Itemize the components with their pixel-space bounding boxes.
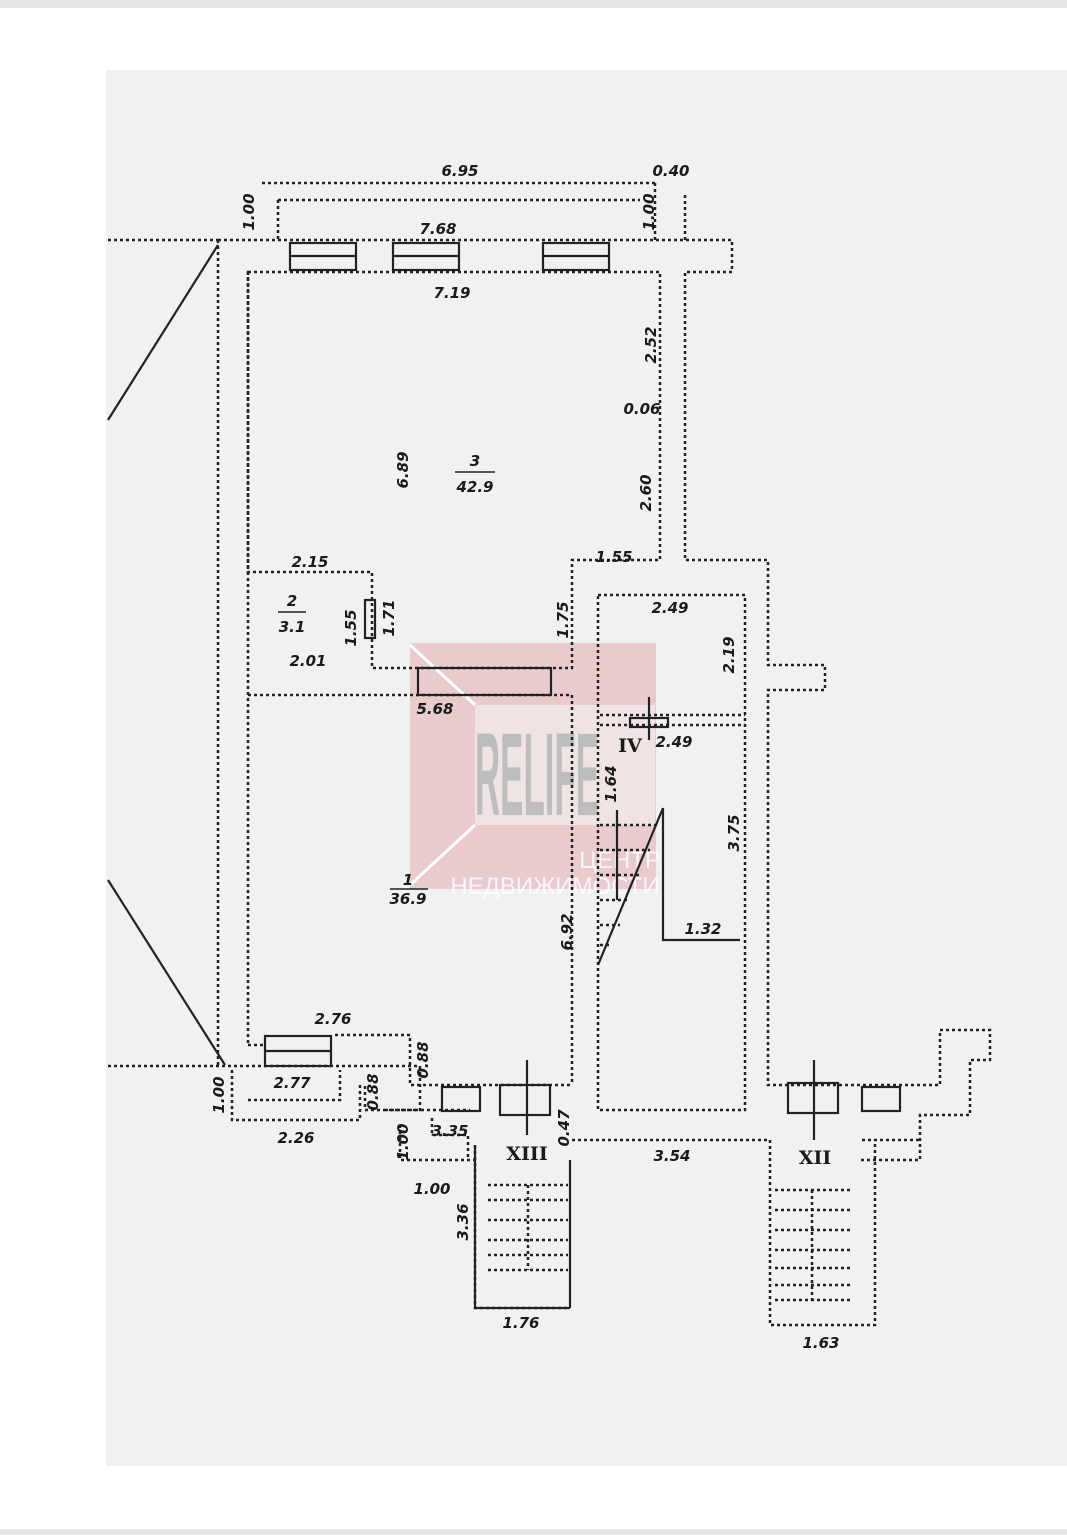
dimension-label: 1.76 (502, 1314, 539, 1332)
stair-label-iv: IV (618, 735, 643, 757)
dimension-label: 0.06 (623, 400, 660, 418)
svg-text:2: 2 (287, 592, 297, 610)
bottom-bar (0, 1529, 1067, 1535)
dimension-label: 7.68 (419, 220, 456, 238)
dimension-label: 6.92 (558, 913, 576, 950)
dimension-label: 1.63 (802, 1334, 839, 1352)
top-bar (0, 0, 1067, 8)
dimension-labels: 6.95 0.40 1.00 1.00 7.68 7.19 2.52 0.06 … (210, 162, 840, 1352)
svg-text:36.9: 36.9 (389, 890, 426, 908)
room-1-label: 1 36.9 (389, 871, 428, 908)
dimension-label: 1.55 (595, 548, 632, 566)
dimension-label: 1.55 (342, 609, 360, 646)
dimension-label: 7.19 (433, 284, 470, 302)
walls (108, 181, 992, 1327)
dimension-label: 1.71 (380, 599, 398, 636)
dimension-label: 0.88 (414, 1041, 432, 1078)
radiators (263, 241, 902, 1113)
dimension-label: 2.49 (651, 599, 688, 617)
dimension-label: 3.35 (431, 1122, 468, 1140)
dimension-label: 1.00 (413, 1180, 450, 1198)
dimension-label: 2.77 (273, 1074, 311, 1092)
svg-text:3.1: 3.1 (279, 618, 306, 636)
dimension-label: 5.68 (416, 700, 453, 718)
dimension-label: 2.76 (314, 1010, 351, 1028)
dimension-label: 3.54 (653, 1147, 690, 1165)
dimension-label: 2.52 (642, 326, 660, 363)
dimension-label: 2.15 (291, 553, 328, 571)
svg-text:1: 1 (403, 871, 413, 889)
room-3-label: 3 42.9 (455, 452, 495, 496)
stair-label-xiii: XIII (506, 1143, 548, 1165)
watermark-line2: НЕДВИЖИМОСТИ (450, 873, 659, 900)
dimension-label: 1.00 (210, 1076, 228, 1113)
dimension-label: 2.49 (655, 733, 692, 751)
dimension-label: 2.01 (289, 652, 326, 670)
room-2-label: 2 3.1 (278, 592, 306, 636)
dimension-label: 0.47 (555, 1109, 573, 1147)
solid-lines (107, 244, 840, 1310)
dimension-label: 1.64 (602, 765, 620, 802)
dimension-label: 2.60 (637, 474, 655, 511)
dimension-label: 1.00 (640, 193, 658, 230)
dimension-label: 3.36 (454, 1203, 472, 1240)
svg-text:42.9: 42.9 (455, 478, 493, 496)
stair-treads (488, 823, 850, 1302)
dimension-label: 1.75 (554, 601, 572, 638)
watermark-brand: RELIFE (475, 709, 599, 841)
stair-label-xii: XII (799, 1147, 832, 1169)
dimension-label: 1.32 (684, 920, 721, 938)
watermark-line1: ЦЕНТР (579, 847, 661, 874)
dimension-label: 2.26 (277, 1129, 314, 1147)
dimension-label: 1.00 (240, 193, 258, 230)
dimension-label: 6.89 (394, 451, 412, 488)
dimension-label: 0.40 (652, 162, 689, 180)
dimension-label: 0.88 (364, 1073, 382, 1110)
watermark-logo: RELIFE ЦЕНТР НЕДВИЖИМОСТИ (408, 643, 661, 900)
dimension-label: 2.19 (720, 636, 738, 673)
dimension-label: 1.00 (394, 1123, 412, 1160)
dimension-label: 6.95 (441, 162, 478, 180)
dimension-label: 3.75 (725, 814, 743, 851)
svg-text:3: 3 (470, 452, 480, 470)
